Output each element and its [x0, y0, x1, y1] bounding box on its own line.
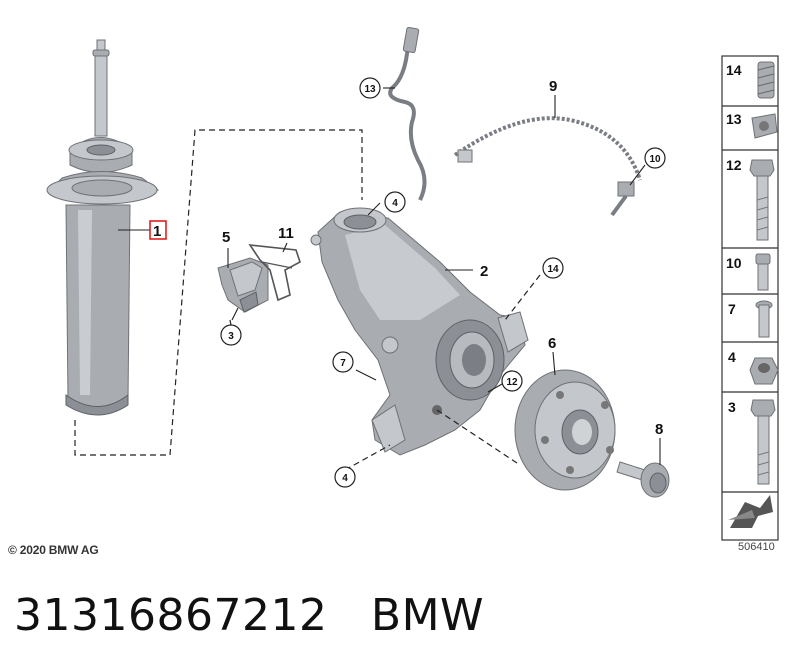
- steering-knuckle[interactable]: [310, 207, 529, 456]
- callout-11[interactable]: 11: [278, 225, 294, 242]
- callout-12[interactable]: 12: [501, 370, 523, 392]
- svg-text:4: 4: [392, 198, 398, 209]
- callout-8[interactable]: 8: [655, 421, 663, 438]
- svg-text:14: 14: [547, 264, 559, 275]
- callout-7[interactable]: 7: [332, 351, 354, 373]
- copyright: © 2020 BMW AG: [8, 543, 99, 557]
- diagram-id: 506410: [738, 541, 775, 553]
- legend-item-13[interactable]: 13: [726, 111, 778, 139]
- svg-text:3: 3: [228, 331, 234, 342]
- assembly-boundary: [74, 129, 363, 456]
- callout-5[interactable]: 5: [222, 229, 230, 246]
- legend-item-4[interactable]: 4: [728, 349, 779, 385]
- legend-item-10[interactable]: 10: [726, 253, 771, 291]
- wheel-hub[interactable]: [514, 369, 616, 491]
- svg-text:4: 4: [342, 473, 348, 484]
- svg-text:13: 13: [364, 84, 376, 95]
- svg-text:7: 7: [340, 358, 346, 369]
- legend-item-14[interactable]: 14: [726, 61, 775, 99]
- svg-text:10: 10: [649, 154, 661, 165]
- clip[interactable]: [248, 244, 301, 302]
- shock-absorber[interactable]: [46, 39, 160, 416]
- callout-1-highlight: [149, 220, 167, 240]
- bracket[interactable]: [217, 257, 269, 313]
- svg-text:14: 14: [726, 62, 742, 78]
- svg-text:10: 10: [726, 255, 742, 271]
- callout-2[interactable]: 2: [480, 263, 488, 280]
- callout-6[interactable]: 6: [548, 335, 556, 352]
- svg-text:13: 13: [726, 111, 742, 127]
- parts-diagram: 1: [46, 26, 779, 541]
- hub-bolt[interactable]: [616, 461, 670, 498]
- view-direction-arrow-icon: [728, 495, 773, 528]
- svg-text:12: 12: [506, 377, 518, 388]
- part-number: 31316867212: [14, 590, 328, 641]
- fastener-legend: 14 13 12 10 7 4: [721, 55, 779, 541]
- callout-13[interactable]: 13: [359, 77, 381, 99]
- svg-text:12: 12: [726, 157, 742, 173]
- svg-text:7: 7: [728, 301, 736, 317]
- callout-9[interactable]: 9: [549, 78, 557, 95]
- wheel-speed-sensor-cable[interactable]: [388, 26, 642, 217]
- brand: BMW: [370, 590, 485, 641]
- callout-4-bottom[interactable]: 4: [334, 466, 356, 488]
- legend-item-7[interactable]: 7: [728, 300, 773, 338]
- svg-text:3: 3: [728, 399, 736, 415]
- legend-item-3[interactable]: 3: [728, 399, 776, 485]
- part-caption: 31316867212 BMW: [14, 590, 484, 641]
- callout-14[interactable]: 14: [542, 257, 564, 279]
- callout-4-top[interactable]: 4: [384, 191, 406, 213]
- callout-1[interactable]: 1: [153, 223, 161, 240]
- legend-item-12[interactable]: 12: [726, 157, 775, 241]
- callout-10[interactable]: 10: [644, 147, 666, 169]
- callout-3[interactable]: 3: [220, 324, 242, 346]
- svg-text:4: 4: [728, 349, 736, 365]
